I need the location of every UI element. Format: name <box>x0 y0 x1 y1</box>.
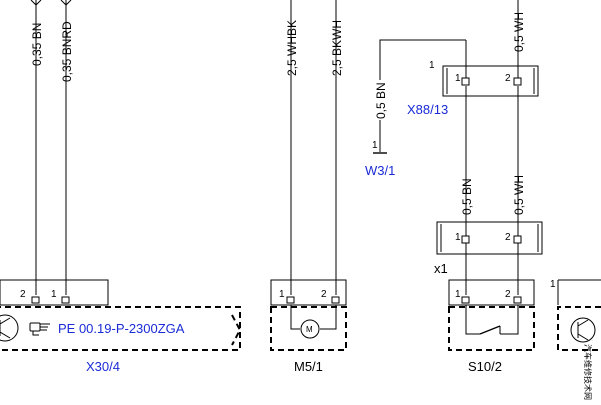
transistor-icon <box>0 317 11 325</box>
transistor-icon <box>577 319 589 327</box>
x30-id-label: X30/4 <box>86 359 120 374</box>
x88-connector <box>442 65 539 97</box>
wire-label: 0,5 BN <box>460 178 474 215</box>
wire-jumper <box>379 39 466 80</box>
transistor-icon <box>577 333 589 341</box>
watermark: 汽车维修技术网 <box>583 344 593 400</box>
x88-id-label: X88/13 <box>407 102 448 117</box>
x1-connector <box>436 221 543 255</box>
wire-label: 2,5 BKWH <box>330 20 344 76</box>
motor-wiring <box>290 305 337 330</box>
wire-label: 0,5 BN <box>374 82 388 119</box>
x88-group: 0,5 WH 0,5 BN 1 W3/1 1 1 2 X88/13 0,5 BN… <box>365 0 539 240</box>
pin-label: 1 <box>455 289 461 300</box>
pin-terminal <box>31 296 40 304</box>
pin-label: 1 <box>372 140 378 151</box>
switch-wiring <box>465 305 480 335</box>
right-component-outline <box>557 306 601 351</box>
x30-group: 0,35 BN 0,35 BNRD 2 1 PE 00.19-P-2300ZGA… <box>0 0 242 374</box>
switch-wiring <box>500 305 519 335</box>
motor-icon <box>300 319 320 339</box>
pin-terminal <box>61 296 70 304</box>
transistor-icon <box>570 317 596 343</box>
transistor-icon <box>0 331 11 339</box>
x30-component-outline <box>0 306 241 351</box>
wire-label: 2,5 WHBK <box>285 20 299 76</box>
wire-label: 0,35 BN <box>30 23 44 66</box>
transistor-icon <box>0 314 19 342</box>
pin-terminal <box>461 77 470 86</box>
pin-label: 2 <box>505 232 511 243</box>
pointing-hand-icon <box>29 322 50 336</box>
pin-label: 2 <box>20 289 26 300</box>
x30-connector <box>0 279 109 306</box>
pin-terminal <box>513 296 522 304</box>
m5-connector <box>270 279 347 306</box>
pin-label: 1 <box>455 232 461 243</box>
pin-label: 1 <box>51 289 57 300</box>
pin-terminal <box>461 235 470 244</box>
pin-label: 2 <box>321 289 327 300</box>
right-partial-group: 1 汽车维修技术网 <box>550 279 601 400</box>
pin-label: 1 <box>429 60 435 71</box>
s10-connector <box>448 279 535 306</box>
switch-contact-icon <box>479 325 501 335</box>
pin-terminal <box>286 296 295 304</box>
s10-component-outline <box>448 306 535 351</box>
connector-x1-label: x1 <box>434 261 448 276</box>
wire-arrow-top <box>60 0 72 6</box>
pin-label: 1 <box>279 289 285 300</box>
motor-symbol: M <box>306 325 313 334</box>
pin-terminal <box>461 296 470 304</box>
s10-group: 1 2 x1 1 2 S10/2 <box>434 221 543 374</box>
wire-label: 0,5 WH <box>512 12 526 52</box>
pin-terminal <box>513 77 522 86</box>
pin-label: 2 <box>505 73 511 84</box>
w3-id-label: W3/1 <box>365 163 395 178</box>
pin-terminal <box>513 235 522 244</box>
wire-label: 0,5 WH <box>512 175 526 215</box>
m5-component-outline <box>270 306 347 351</box>
x30-notch <box>231 314 242 346</box>
m5-id-label: M5/1 <box>294 359 323 374</box>
wire-label: 0,35 BNRD <box>60 21 74 82</box>
pin-label: 2 <box>505 289 511 300</box>
wire-arrow-top <box>30 0 42 6</box>
pin-label: 1 <box>455 73 461 84</box>
pin-terminal <box>331 296 340 304</box>
m5-group: 2,5 WHBK 2,5 BKWH 1 2 M M5/1 <box>270 0 347 374</box>
reference-link[interactable]: PE 00.19-P-2300ZGA <box>58 321 185 336</box>
s10-id-label: S10/2 <box>468 359 502 374</box>
pin-label: 1 <box>550 279 556 290</box>
